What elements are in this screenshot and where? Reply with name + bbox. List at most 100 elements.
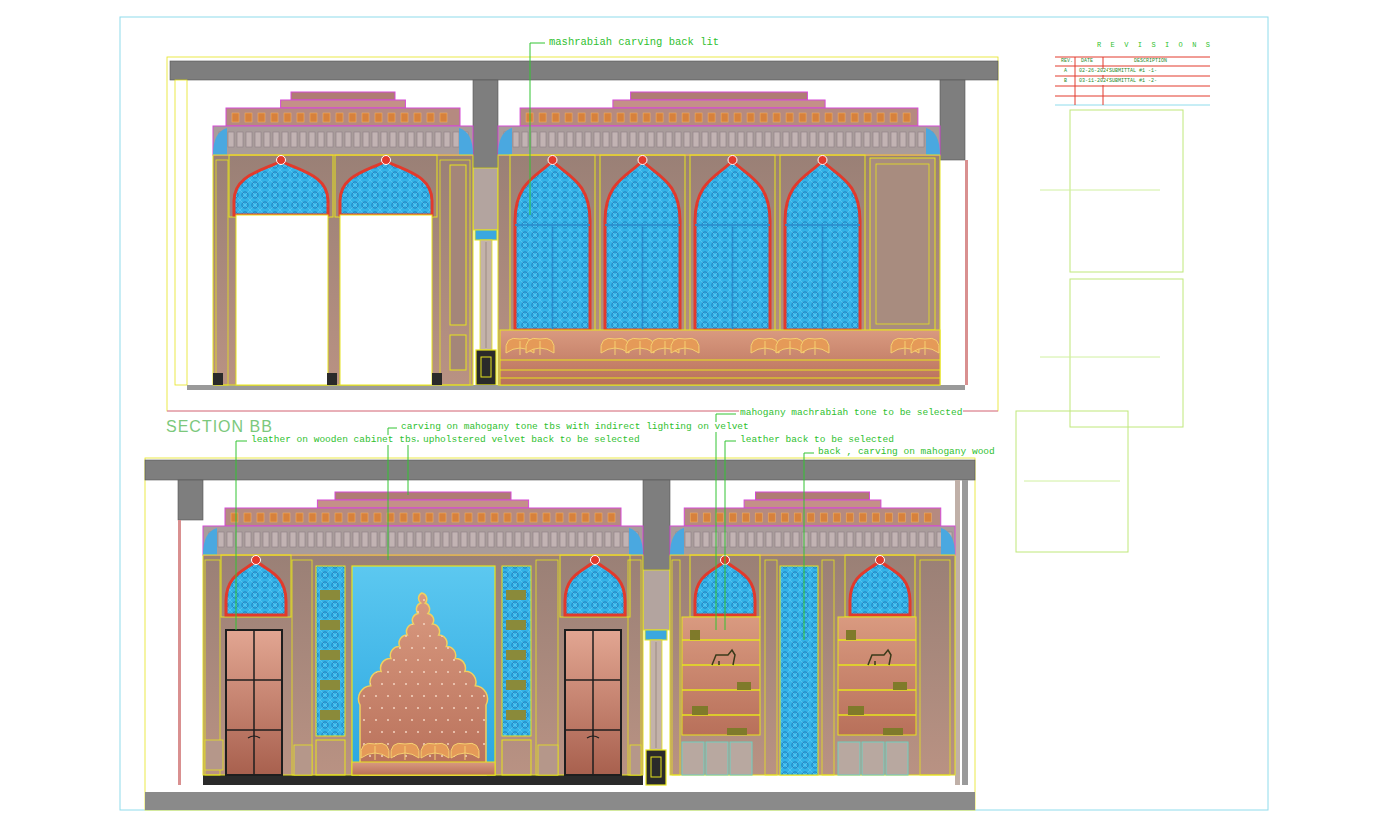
- arch-finial: [277, 156, 286, 165]
- velvet-niche: [352, 566, 495, 775]
- plinth: [432, 373, 442, 385]
- crown-tooth: [911, 513, 918, 522]
- crown-corner: [498, 128, 512, 155]
- arch-frame: [335, 155, 437, 217]
- crown-dentil: [264, 132, 270, 147]
- button: [465, 683, 467, 685]
- crown-dentil: [426, 132, 432, 147]
- crown-dentil: [453, 132, 459, 147]
- column-shaft: [480, 240, 492, 350]
- crown-dentil: [865, 532, 871, 547]
- wall-line: [965, 160, 968, 385]
- crown-dentil: [603, 132, 609, 147]
- crown-dentil: [461, 532, 467, 547]
- crown-tooth: [708, 113, 715, 122]
- crown-dentil: [578, 532, 584, 547]
- cabinet-door: [565, 630, 621, 775]
- button: [399, 623, 401, 625]
- button: [453, 635, 455, 637]
- button: [471, 599, 473, 601]
- door-handle: [248, 736, 260, 738]
- crown-dentil: [407, 532, 413, 547]
- crown-tooth: [349, 113, 356, 122]
- crown-tooth: [604, 113, 611, 122]
- crown-dentil: [856, 532, 862, 547]
- button: [381, 635, 383, 637]
- arch-frame: [690, 155, 775, 332]
- crown-dentil: [919, 532, 925, 547]
- button: [429, 707, 431, 709]
- pilaster: [536, 560, 558, 775]
- mashrabiya-arch: [695, 161, 770, 330]
- door-split: [592, 630, 594, 775]
- arch-frame: [221, 555, 291, 617]
- table-rule: [1055, 86, 1210, 87]
- crown-tooth: [690, 513, 697, 522]
- button: [483, 647, 485, 649]
- button: [483, 623, 485, 625]
- button: [369, 707, 371, 709]
- crown-tooth: [760, 113, 767, 122]
- pilaster-panel: [450, 165, 466, 325]
- crown-corner: [213, 128, 227, 155]
- button: [387, 671, 389, 673]
- crown-dentil: [470, 532, 476, 547]
- crown-dentil: [479, 532, 485, 547]
- leaf-stem: [765, 341, 766, 355]
- mashrabiya-arch: [565, 561, 625, 615]
- crown-tooth: [578, 113, 585, 122]
- table-rule: [1055, 76, 1210, 77]
- crown-dentil: [623, 532, 629, 547]
- crown-tooth: [734, 113, 741, 122]
- table-header: REV.: [1060, 59, 1074, 65]
- crown-dentil: [810, 132, 816, 147]
- shelf-object: [320, 620, 340, 630]
- leaf-stem: [685, 341, 686, 355]
- crown-dentil: [551, 532, 557, 547]
- crown-corner: [203, 528, 217, 555]
- transom: [785, 224, 860, 226]
- crown-dentil: [533, 532, 539, 547]
- shelf-object: [893, 682, 907, 690]
- button: [423, 647, 425, 649]
- column-flute: [656, 642, 657, 748]
- button: [465, 707, 467, 709]
- crown-tooth: [374, 513, 381, 522]
- crown-dentil: [531, 132, 537, 147]
- crown-tooth: [630, 113, 637, 122]
- crown-dentil: [354, 132, 360, 147]
- button: [483, 719, 485, 721]
- button: [447, 671, 449, 673]
- crown-dentil: [227, 532, 233, 547]
- leader-line: [236, 441, 247, 630]
- sheet: [120, 17, 1268, 810]
- wall-panel: [213, 155, 473, 385]
- table-cell: A: [1063, 69, 1068, 75]
- button: [435, 647, 437, 649]
- button: [369, 755, 371, 757]
- crown-tooth: [271, 113, 278, 122]
- leaf-stem: [435, 746, 436, 760]
- button: [387, 647, 389, 649]
- leaf-stem: [790, 341, 791, 355]
- crown-dentil: [542, 532, 548, 547]
- button: [471, 671, 473, 673]
- shelf-object: [320, 710, 340, 720]
- crown-tooth: [898, 513, 905, 522]
- crown-tooth: [682, 113, 689, 122]
- button: [453, 683, 455, 685]
- revision-table: [1016, 57, 1210, 552]
- crown-dentil: [811, 532, 817, 547]
- crown-step: [291, 92, 395, 100]
- crown-dentil: [596, 532, 602, 547]
- leader-line: [388, 428, 397, 560]
- crown-dentil: [685, 532, 691, 547]
- shelf-object: [320, 650, 340, 660]
- ceiling-beam: [473, 80, 498, 168]
- button: [453, 659, 455, 661]
- crown-dentil: [756, 132, 762, 147]
- table-title: R E V I S I O N S: [1096, 42, 1214, 50]
- button: [417, 731, 419, 733]
